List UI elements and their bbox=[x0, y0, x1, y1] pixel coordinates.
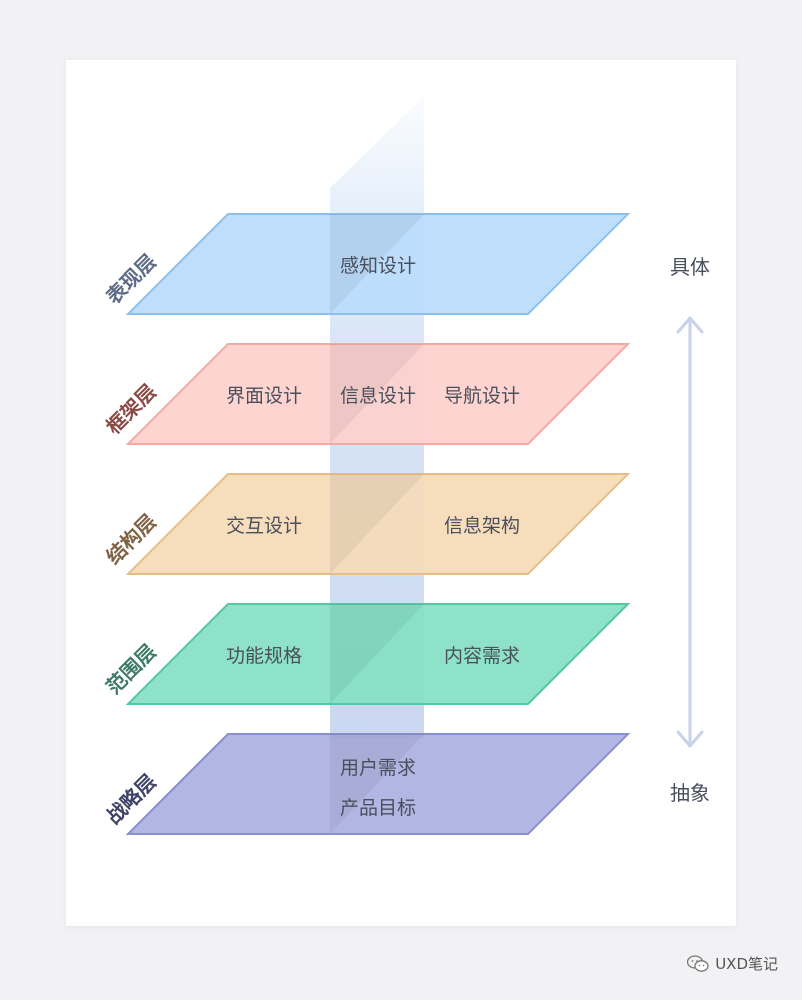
beam-intersection bbox=[330, 214, 424, 314]
plane-item: 信息架构 bbox=[444, 515, 520, 537]
watermark-text: UXD笔记 bbox=[715, 955, 778, 973]
beam-front-face bbox=[330, 188, 424, 738]
plane-presentation bbox=[125, 213, 631, 315]
plane-item: 信息设计 bbox=[340, 385, 416, 407]
arrow-up-icon bbox=[676, 316, 704, 334]
layer-presentation: 表现层感知设计 bbox=[101, 213, 631, 315]
plane-item: 内容需求 bbox=[444, 645, 520, 667]
plane-scope bbox=[125, 603, 631, 705]
layer-structure: 结构层交互设计信息架构 bbox=[101, 473, 631, 575]
axis-bottom-label: 抽象 bbox=[670, 781, 710, 805]
plane-item: 交互设计 bbox=[226, 515, 302, 537]
plane-item: 用户需求 bbox=[340, 757, 416, 779]
beam-intersection bbox=[330, 474, 424, 574]
plane-item: 产品目标 bbox=[340, 797, 416, 819]
beam-intersection bbox=[330, 604, 424, 704]
arrow-down-icon bbox=[676, 730, 704, 748]
beam-intersection bbox=[330, 734, 424, 834]
beam-intersection bbox=[330, 344, 424, 444]
axis-top-label: 具体 bbox=[670, 255, 710, 279]
plane-structure bbox=[125, 473, 631, 575]
plane-item: 界面设计 bbox=[226, 385, 302, 407]
watermark: UXD笔记 bbox=[687, 953, 778, 974]
layer-skeleton: 框架层界面设计信息设计导航设计 bbox=[101, 343, 631, 445]
plane-skeleton bbox=[125, 343, 631, 445]
wechat-icon bbox=[687, 954, 709, 972]
plane-strategy bbox=[125, 733, 631, 835]
planes-group: 表现层感知设计框架层界面设计信息设计导航设计结构层交互设计信息架构范围层功能规格… bbox=[101, 213, 631, 835]
plane-item: 感知设计 bbox=[340, 255, 416, 277]
layer-scope: 范围层功能规格内容需求 bbox=[101, 603, 631, 705]
axis: 具体 抽象 bbox=[670, 255, 710, 805]
plane-item: 功能规格 bbox=[226, 645, 302, 667]
plane-item: 导航设计 bbox=[444, 385, 520, 407]
